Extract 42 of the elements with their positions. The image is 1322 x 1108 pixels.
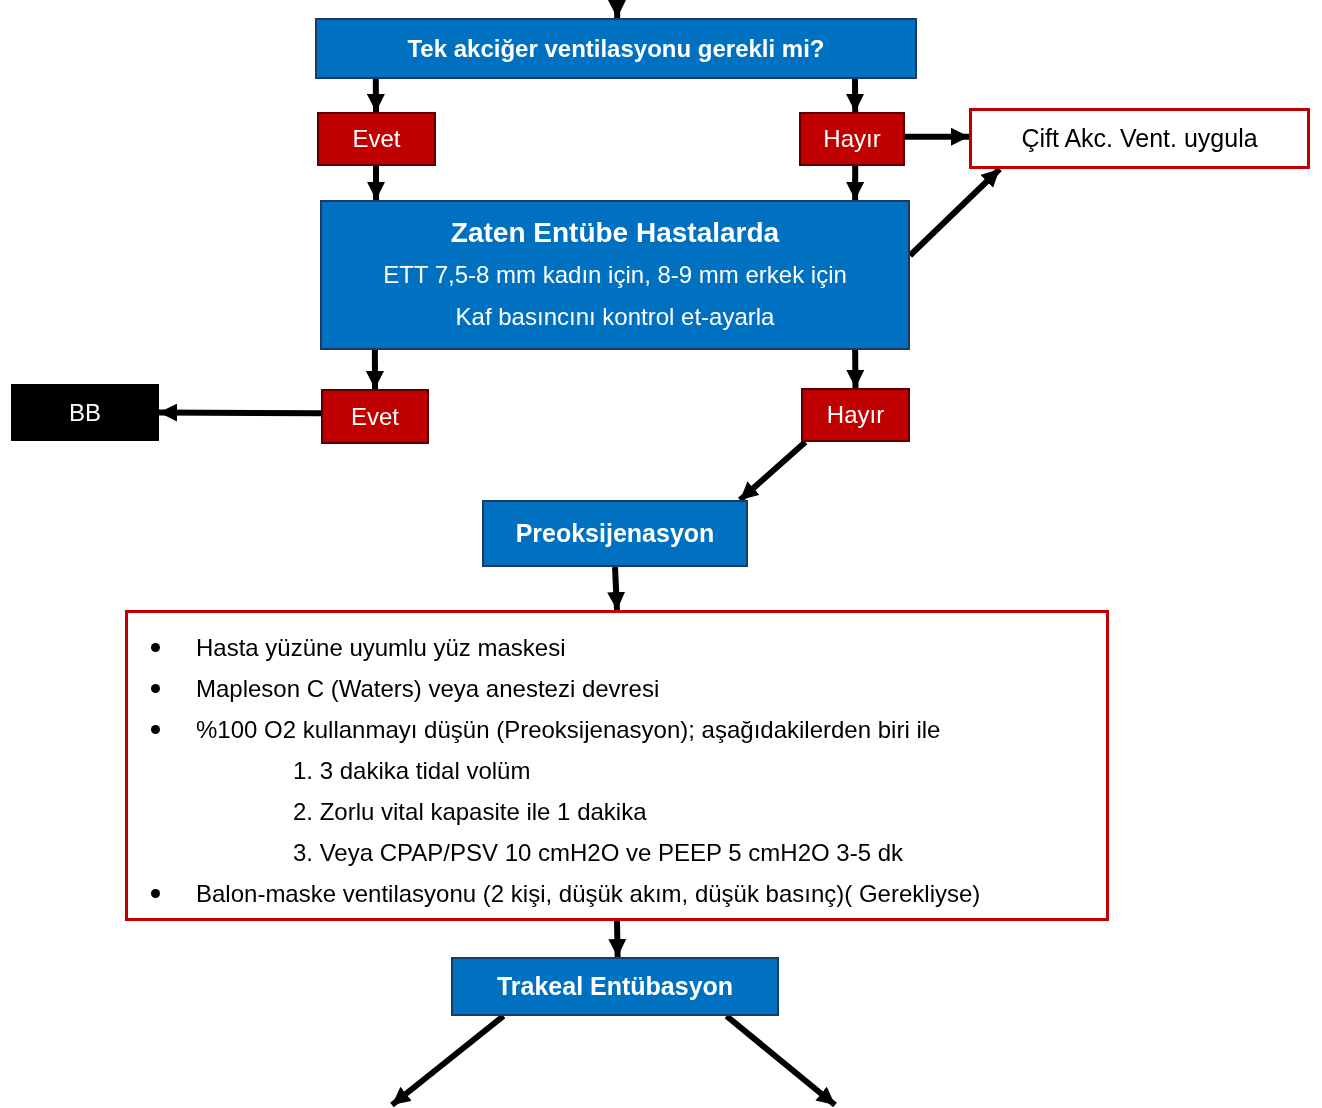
list-item: 1. 3 dakika tidal volüm — [293, 756, 531, 786]
arrow — [608, 920, 627, 958]
answer-box — [321, 389, 429, 444]
node-label: Tek akciğer ventilasyonu gerekli mi? — [407, 34, 825, 63]
node-label: BB — [69, 398, 101, 427]
body-text: ETT 7,5-8 mm kadın için, 8-9 mm erkek için — [383, 260, 847, 290]
arrow — [367, 166, 386, 200]
node-label: Hayır — [823, 125, 881, 153]
answer-box — [799, 112, 905, 166]
arrow — [365, 350, 384, 389]
arrow — [905, 127, 969, 146]
arrow — [846, 78, 865, 113]
outcome-box — [969, 108, 1310, 169]
list-item: Balon-maske ventilasyonu (2 kişi, düşük akım, düşük basınç)( Gerekliyse) — [196, 879, 981, 909]
decision-box — [315, 18, 917, 79]
list-item: 2. Zorlu vital kapasite ile 1 dakika — [293, 797, 647, 827]
list-item: 3. Veya CPAP/PSV 10 cmH2O ve PEEP 5 cmH2O 3-5 dk — [293, 838, 904, 868]
answer-box — [317, 112, 436, 166]
arrow — [608, 0, 626, 19]
answer-box — [801, 388, 910, 442]
node-label: Evet — [352, 125, 401, 153]
terminal-box — [11, 384, 159, 441]
arrow — [366, 78, 385, 112]
node-label: Hayır — [826, 401, 885, 429]
node-label: Çift Akc. Vent. uygula — [1021, 124, 1258, 153]
body-text: Kaf basıncını kontrol et-ayarla — [455, 302, 775, 332]
arrow — [159, 403, 321, 422]
list-item: Hasta yüzüne uyumlu yüz maskesi — [196, 633, 566, 663]
arrow — [846, 166, 865, 200]
list-item: %100 O2 kullanmayı düşün (Preoksijenasyon); aşağıdakilerden biri ile — [196, 715, 941, 745]
list-item: Mapleson C (Waters) veya anestezi devresi — [196, 674, 660, 704]
arrow — [607, 566, 626, 611]
list-box — [125, 610, 1109, 921]
node-label: Trakeal Entübasyon — [496, 972, 734, 1001]
node-label: Evet — [351, 402, 399, 431]
process-box — [320, 200, 910, 350]
arrow — [738, 439, 808, 503]
node-label: Preoksijenasyon — [515, 519, 715, 548]
arrow — [846, 349, 865, 389]
process-box — [451, 957, 779, 1016]
process-box — [482, 500, 748, 567]
heading: Zaten Entübe Hastalarda — [450, 216, 780, 250]
